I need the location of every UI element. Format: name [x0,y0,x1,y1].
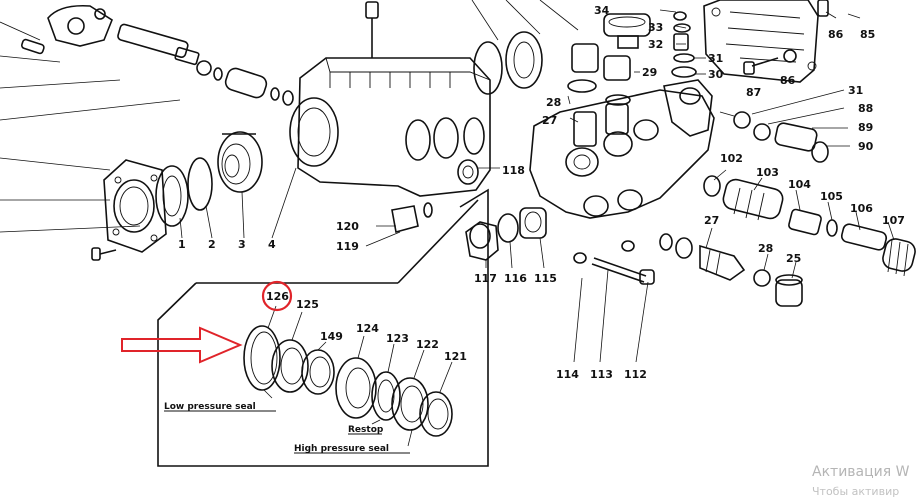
callout-34: 34 [594,4,610,17]
inset-frame [157,188,489,467]
callout-32: 32 [648,38,663,51]
high-pressure-seal-caption: High pressure seal [294,444,389,454]
inset-ring-part-124 [335,357,377,419]
callout-88: 88 [858,102,873,115]
callout-labels: 1 2 3 4 25 27 28 29 30 31 32 33 34 86 85… [178,4,905,381]
callout-113: 113 [590,368,613,381]
callout-28-lower: 28 [758,242,773,255]
callout-27-top: 27 [542,114,557,127]
callout-2: 3 [238,238,246,251]
callout-28-top: 28 [546,96,561,109]
inset-ring-part-122 [391,377,429,431]
ring-part-3 [187,157,213,211]
bolt-part-113 [573,240,655,285]
callout-124: 124 [356,322,379,335]
plug-part-117 [465,221,499,261]
callout-31-top: 31 [708,52,723,65]
left-edge-leaders [0,21,181,233]
callout-25: 25 [786,252,801,265]
low-pressure-seal-caption: Low pressure seal [164,402,256,412]
callout-27-lower: 27 [704,214,719,227]
inset-ring-part-126 [243,325,281,391]
piston-rings-top [471,0,579,95]
callout-119: 119 [336,240,359,253]
callout-149: 149 [320,330,343,343]
flange-plate-part-4 [103,159,167,253]
bolt-bottom-left [91,247,117,261]
plug-part-120 [391,202,433,234]
leader-lines [179,9,895,363]
activation-watermark: Активация W Чтобы активир [812,464,910,498]
callout-30: 30 [708,68,724,81]
callout-90: 90 [858,140,874,153]
callout-116: 116 [504,272,527,285]
restop-caption: Restop [348,425,384,435]
crankshaft-assembly [47,4,294,106]
callout-114: 114 [556,368,579,381]
seal-part-115 [519,207,547,239]
callout-4: 1 [178,238,186,251]
callout-126: 126 [266,290,289,303]
callout-106: 106 [850,202,873,215]
callout-123: 123 [386,332,409,345]
callout-3: 2 [208,238,216,251]
pressure-gauge-part-34 [603,13,651,49]
callout-117: 117 [474,272,497,285]
right-valve-parts [719,111,829,163]
crankcase-part-1 [289,1,491,197]
callout-89: 89 [858,121,873,134]
bearing-part-2 [217,131,263,193]
callout-1: 4 [268,238,276,251]
callout-104: 104 [788,178,811,191]
callout-31-right: 31 [848,84,863,97]
callout-87: 87 [746,86,761,99]
inset-ring-part-121 [419,391,453,437]
inset-captions: Low pressure seal Restop High pressure s… [164,402,410,454]
callout-125: 125 [296,298,319,311]
watermark-line-2: Чтобы активир [812,485,899,498]
callout-105: 105 [820,190,843,203]
callout-29: 29 [642,66,657,79]
callout-86-mid: 86 [780,74,796,87]
oil-seal-part-118 [457,159,479,185]
callout-122: 122 [416,338,439,351]
valve-part-27-lower [659,233,803,307]
callout-85: 85 [860,28,875,41]
unloader-assembly [703,175,916,277]
red-circle-highlight [261,280,293,312]
callout-112: 112 [624,368,647,381]
callout-121: 121 [444,350,467,363]
callout-102: 102 [720,152,743,165]
seal-part-4 [155,165,189,227]
watermark-line-1: Активация W [812,464,910,480]
oring-part-116 [497,213,519,243]
inset-ring-part-123 [371,371,401,421]
inset-leader-lines [263,305,453,447]
callout-107: 107 [882,214,905,227]
callout-120: 120 [336,220,359,233]
bolts-part-86-87 [743,0,829,75]
callout-115: 115 [534,272,557,285]
callout-103: 103 [756,166,779,179]
callout-86-top: 86 [828,28,844,41]
pump-manifold [529,79,715,219]
callout-118: 118 [502,164,525,177]
red-outline-arrow-icon [121,326,243,364]
callout-33: 33 [648,21,663,34]
